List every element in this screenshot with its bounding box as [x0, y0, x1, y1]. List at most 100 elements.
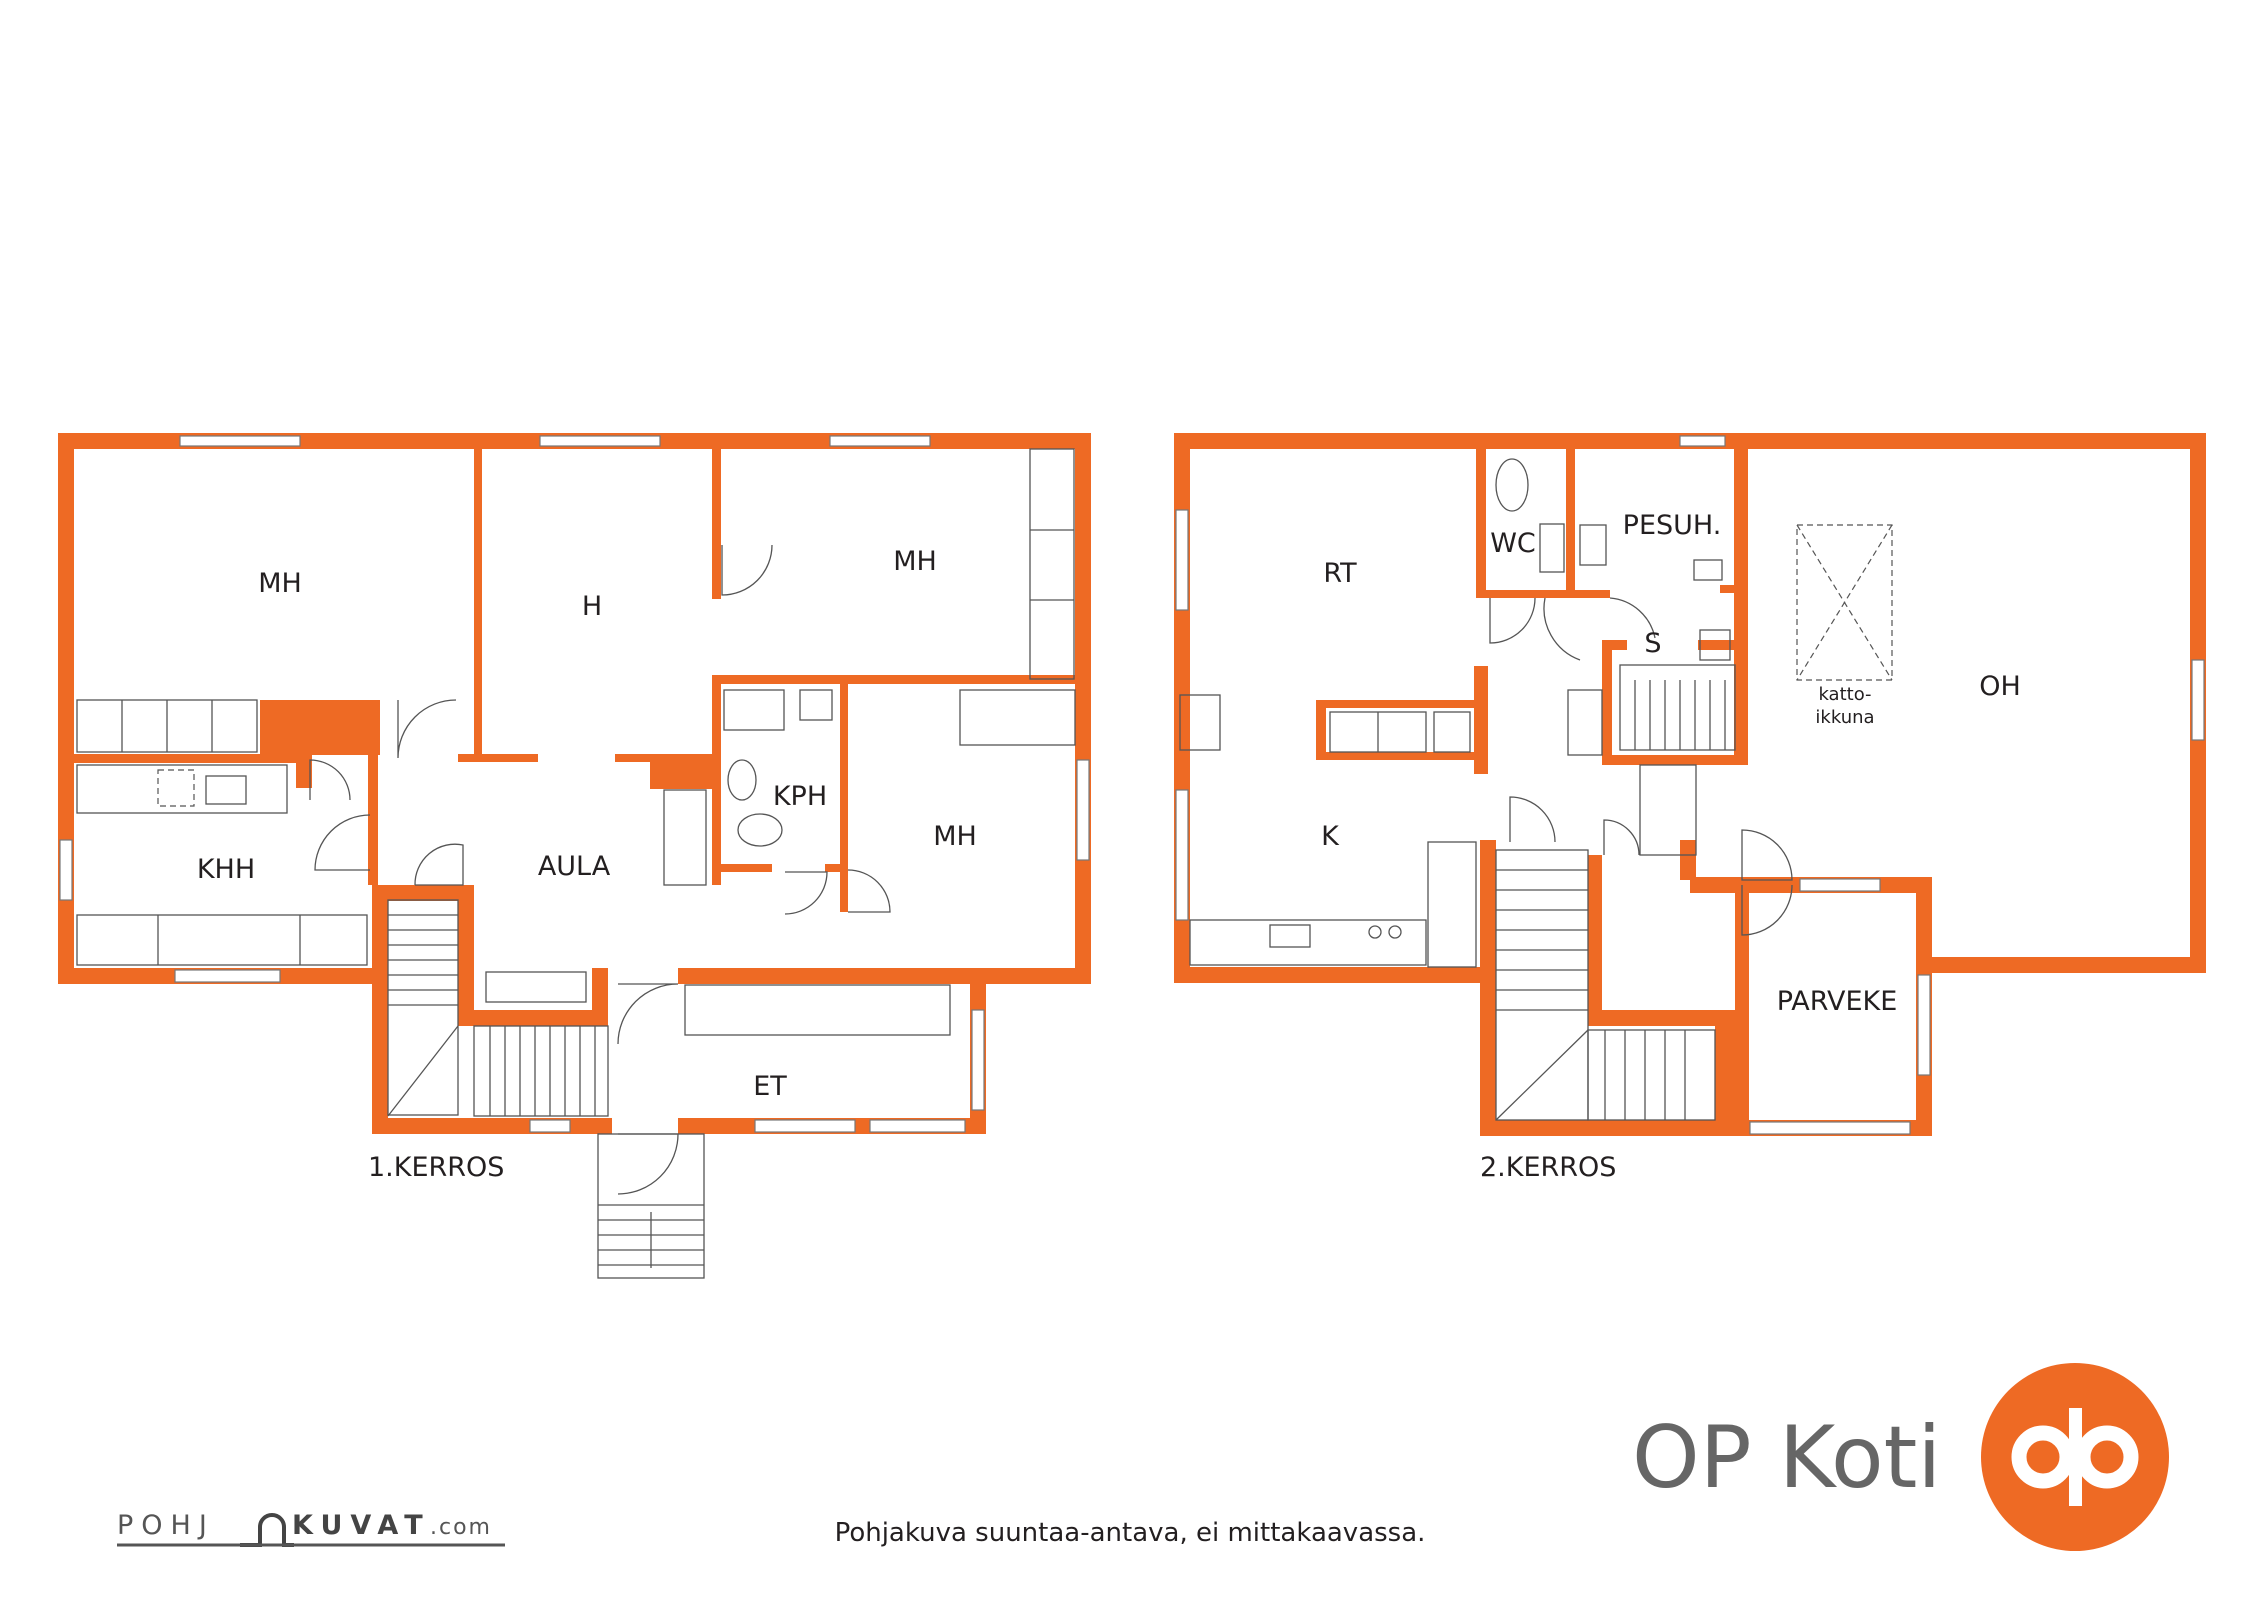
door-icon — [784, 871, 828, 915]
sink-icon — [205, 775, 247, 805]
shower-icon — [1693, 559, 1723, 581]
wall — [74, 754, 296, 763]
wall — [296, 748, 312, 788]
watermark: POHJ KUVAT .com — [117, 1510, 505, 1547]
wall — [712, 864, 772, 872]
wall — [1480, 1120, 1742, 1136]
door-icon — [1609, 597, 1656, 639]
door-icon — [1741, 829, 1793, 881]
wall — [840, 864, 848, 912]
wall — [1735, 877, 1749, 1136]
skylight-outline — [1796, 524, 1893, 681]
room-label-h: H — [582, 591, 602, 622]
floor-2-plan: RT WC PESUH. S OH K PARVEKE katto- ikkun… — [1174, 433, 2206, 1183]
window — [1799, 878, 1881, 892]
wall — [825, 864, 848, 872]
window — [869, 1119, 966, 1133]
staircase — [1495, 849, 1716, 1121]
room-label-oh: OH — [1979, 671, 2021, 702]
wall — [58, 433, 74, 984]
wall — [1925, 957, 2206, 973]
wall — [592, 968, 608, 1026]
room-label-kph: KPH — [773, 781, 827, 812]
wall — [840, 684, 848, 864]
window — [529, 1119, 571, 1133]
wall — [1715, 1026, 1735, 1121]
room-label-parveke: PARVEKE — [1777, 986, 1898, 1017]
cabinet — [799, 689, 833, 721]
disclaimer-text: Pohjakuva suuntaa-antava, ei mittakaavas… — [835, 1518, 1426, 1548]
shower-icon — [723, 689, 785, 731]
door-icon — [314, 814, 371, 871]
door-icon — [617, 983, 679, 1045]
skylight-label: ikkuna — [1815, 707, 1874, 728]
wall — [458, 754, 538, 762]
window — [1175, 509, 1189, 611]
wall — [260, 700, 380, 755]
window — [971, 1009, 985, 1111]
window — [179, 435, 301, 447]
room-label-s: S — [1644, 628, 1661, 659]
skylight-label: katto- — [1818, 684, 1871, 705]
window — [174, 969, 281, 983]
room-label-khh: KHH — [197, 854, 255, 885]
counter — [76, 914, 368, 966]
wall — [650, 754, 712, 789]
door-icon — [309, 759, 351, 801]
wall — [372, 1118, 612, 1134]
fridge — [1427, 841, 1477, 968]
wall — [1588, 1010, 1748, 1026]
wall — [1698, 640, 1748, 650]
door-icon — [1489, 597, 1536, 644]
brand-name: OP Koti — [1632, 1408, 1941, 1508]
floor-label: 2.KERROS — [1480, 1152, 1616, 1183]
room-label-pesuh: PESUH. — [1623, 510, 1722, 541]
wall — [1174, 967, 1490, 983]
stove-icon — [1368, 925, 1382, 939]
op-logo-icon — [1981, 1363, 2169, 1551]
door-icon — [617, 1133, 679, 1195]
stair-top — [1639, 764, 1697, 856]
room-label-mh: MH — [258, 568, 302, 599]
floor-label: 1.KERROS — [368, 1152, 504, 1183]
watermark-pohj: POHJ — [117, 1510, 215, 1541]
sauna-bench — [1619, 664, 1736, 751]
sink-icon — [1269, 924, 1311, 948]
stove-icon — [1699, 629, 1731, 661]
door-icon — [1741, 884, 1793, 936]
window — [2191, 659, 2205, 741]
door-icon — [847, 869, 891, 913]
window — [1076, 759, 1090, 861]
entry-stairs — [597, 1133, 705, 1279]
window — [59, 839, 73, 901]
toilet-icon — [737, 813, 783, 847]
wall — [1602, 640, 1627, 650]
appliance-icon — [157, 769, 195, 807]
stove-icon — [1388, 925, 1402, 939]
cabinet — [663, 789, 707, 886]
wall — [372, 885, 388, 1133]
wall — [1588, 855, 1602, 1025]
wardrobe — [959, 689, 1076, 746]
staircase — [387, 899, 609, 1117]
door-icon — [721, 544, 773, 596]
window — [829, 435, 931, 447]
door-icon — [1603, 819, 1640, 856]
toilet-icon — [1495, 458, 1529, 512]
window — [539, 435, 661, 447]
kitchen-counter — [1189, 919, 1427, 966]
floor-1-plan: MH H MH KHH AULA KPH MH ET 1.KERROS — [58, 433, 1091, 1279]
watermark-house-icon — [240, 1513, 294, 1547]
window — [1175, 789, 1189, 921]
radiator — [485, 971, 587, 1003]
watermark-com: .com — [430, 1515, 492, 1540]
wall — [712, 449, 721, 599]
room-label-mh: MH — [933, 821, 977, 852]
door-icon — [1509, 796, 1556, 843]
window — [1917, 974, 1931, 1076]
room-label-aula: AULA — [538, 851, 611, 882]
wall — [1316, 700, 1326, 760]
wall — [712, 675, 1080, 684]
counter — [76, 764, 288, 814]
room-label-rt: RT — [1323, 558, 1357, 589]
